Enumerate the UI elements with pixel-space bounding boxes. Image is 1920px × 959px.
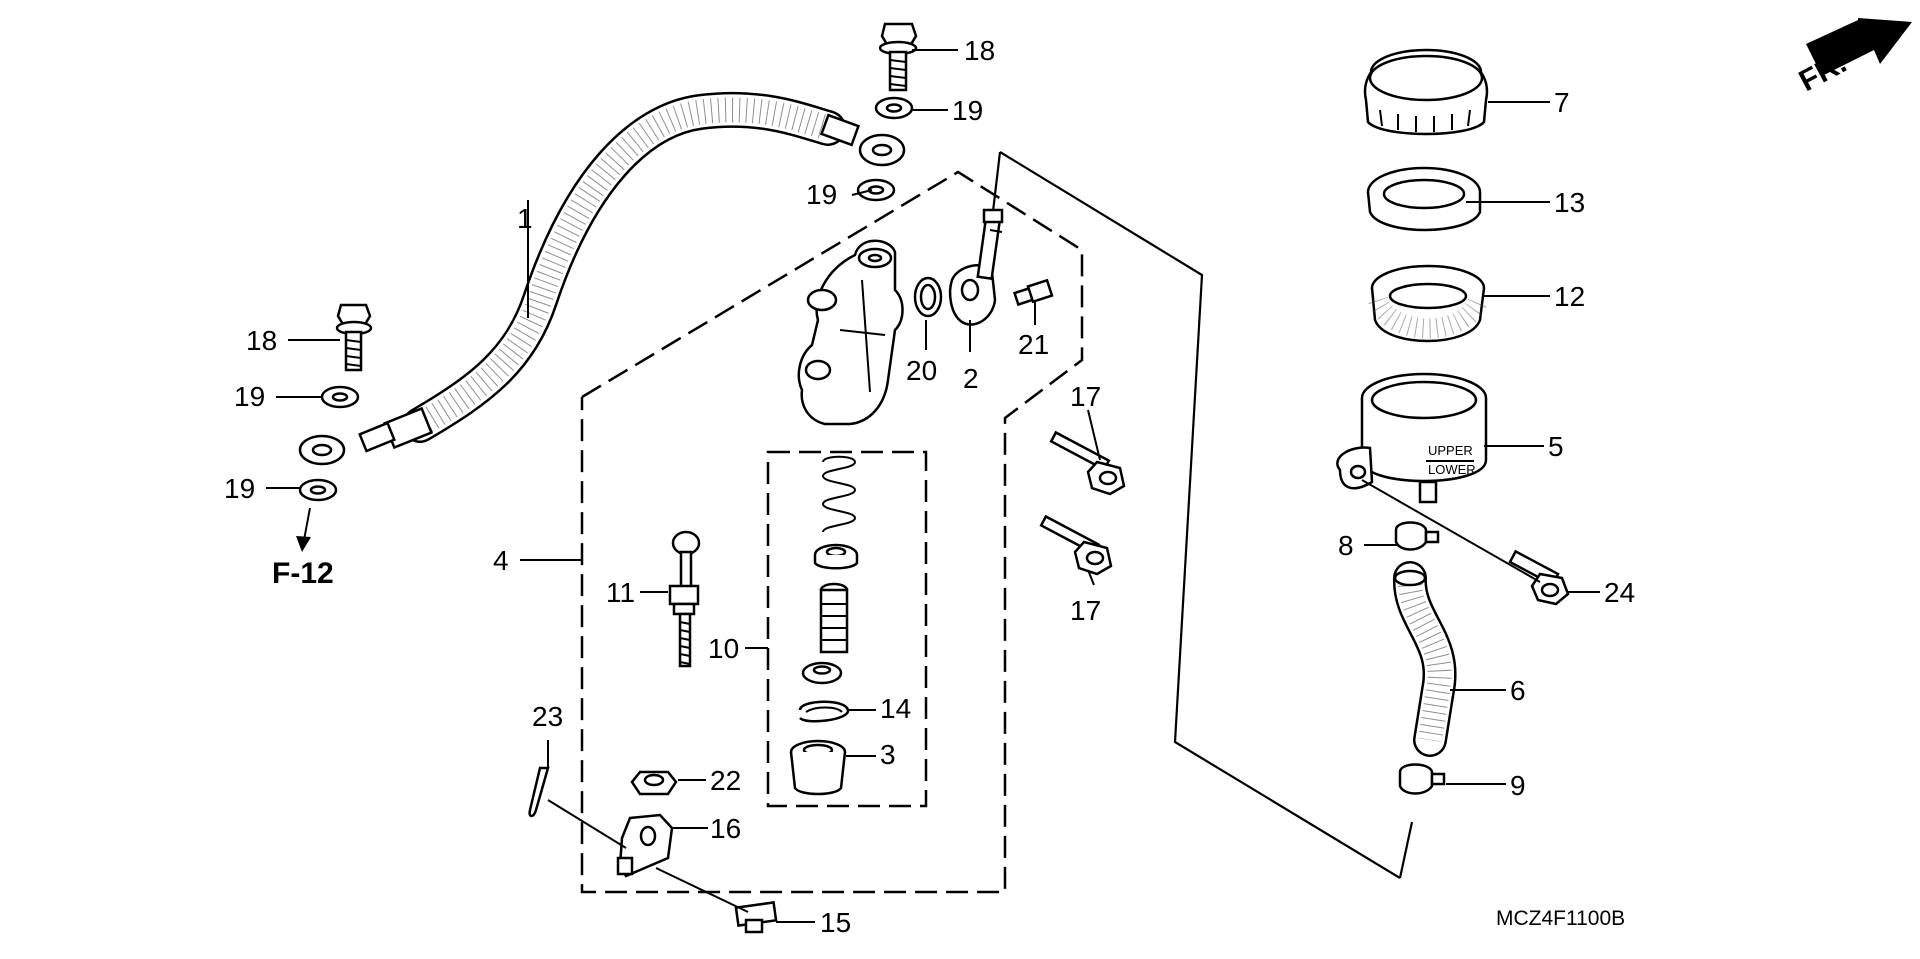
reservoir-diaphragm bbox=[1368, 264, 1488, 343]
callout-19-upper-top: 19 bbox=[952, 95, 983, 126]
brake-hose bbox=[298, 91, 906, 466]
reservoir-hose-joint bbox=[948, 208, 1004, 326]
secondary-cup bbox=[801, 661, 843, 685]
reservoir-lower-mark: LOWER bbox=[1428, 462, 1476, 477]
callout-10: 10 bbox=[708, 633, 739, 664]
callout-12: 12 bbox=[1554, 281, 1585, 312]
callout-22: 22 bbox=[710, 765, 741, 796]
callout-13: 13 bbox=[1554, 187, 1585, 218]
callout-9: 9 bbox=[1510, 770, 1526, 801]
hose-clip-upper bbox=[1394, 521, 1440, 551]
callout-11: 11 bbox=[606, 577, 635, 608]
reservoir-cap bbox=[1363, 48, 1489, 136]
piston bbox=[819, 582, 849, 654]
reference-page-label: F-12 bbox=[272, 557, 334, 590]
reservoir-plate bbox=[1366, 166, 1482, 232]
oil-bolt-upper bbox=[878, 22, 918, 92]
flange-bolt-lower bbox=[1039, 514, 1113, 576]
callout-15: 15 bbox=[820, 907, 851, 938]
sealing-washer-upper-bottom bbox=[856, 178, 896, 202]
small-screw bbox=[1013, 278, 1054, 307]
callout-18-lower: 18 bbox=[246, 325, 277, 356]
callout-labels: 1 2 3 4 5 6 7 8 9 10 11 12 13 14 15 16 1… bbox=[224, 35, 1635, 938]
joint-pin bbox=[734, 901, 778, 934]
callout-19-lower-bottom: 19 bbox=[224, 473, 255, 504]
sealing-washer-lower-bottom bbox=[298, 478, 338, 502]
callout-24: 24 bbox=[1604, 577, 1635, 608]
diagram-code: MCZ4F1100B bbox=[1496, 907, 1625, 930]
callout-1: 1 bbox=[517, 203, 533, 234]
circlip bbox=[798, 700, 850, 723]
callout-6: 6 bbox=[1510, 675, 1526, 706]
reference-arrow bbox=[296, 507, 311, 552]
callout-14: 14 bbox=[880, 693, 911, 724]
master-cylinder-body bbox=[797, 239, 904, 426]
callout-5: 5 bbox=[1548, 431, 1564, 462]
callout-7: 7 bbox=[1554, 87, 1570, 118]
reservoir-bolt bbox=[1508, 549, 1570, 606]
callout-17-upper: 17 bbox=[1070, 381, 1101, 412]
callout-19-upper-bottom: 19 bbox=[806, 179, 837, 210]
sealing-washer-lower-top bbox=[320, 385, 360, 409]
leader-lines bbox=[266, 49, 1600, 923]
flange-bolt-upper bbox=[1049, 430, 1126, 496]
assembly-boundary-4 bbox=[580, 170, 1084, 894]
front-arrow: FR. bbox=[1794, 18, 1912, 98]
callout-3: 3 bbox=[880, 739, 896, 770]
cotter-pin bbox=[528, 766, 550, 818]
oil-bolt-lower bbox=[335, 303, 373, 372]
callout-18-upper: 18 bbox=[964, 35, 995, 66]
callout-21: 21 bbox=[1018, 329, 1049, 360]
callout-19-lower-top: 19 bbox=[234, 381, 265, 412]
callout-4: 4 bbox=[493, 545, 509, 576]
callout-2: 2 bbox=[963, 363, 979, 394]
reservoir-system-outline bbox=[990, 151, 1414, 879]
push-rod-joint bbox=[616, 813, 674, 878]
reservoir-tank: UPPER LOWER bbox=[1336, 372, 1488, 504]
push-rod bbox=[668, 530, 701, 668]
hex-nut bbox=[630, 770, 678, 796]
reservoir-upper-mark: UPPER bbox=[1428, 443, 1473, 458]
piston-spring bbox=[821, 455, 857, 533]
hose-clip-lower bbox=[1398, 763, 1446, 795]
primary-cup bbox=[813, 543, 859, 570]
o-ring bbox=[913, 276, 943, 318]
callout-8: 8 bbox=[1338, 530, 1354, 561]
sealing-washer-upper-top bbox=[874, 96, 914, 120]
callout-16: 16 bbox=[710, 813, 741, 844]
callout-23: 23 bbox=[532, 701, 563, 732]
boot bbox=[789, 739, 847, 796]
reservoir-hose bbox=[1393, 561, 1457, 757]
callout-20: 20 bbox=[906, 355, 937, 386]
callout-17-lower: 17 bbox=[1070, 595, 1101, 626]
